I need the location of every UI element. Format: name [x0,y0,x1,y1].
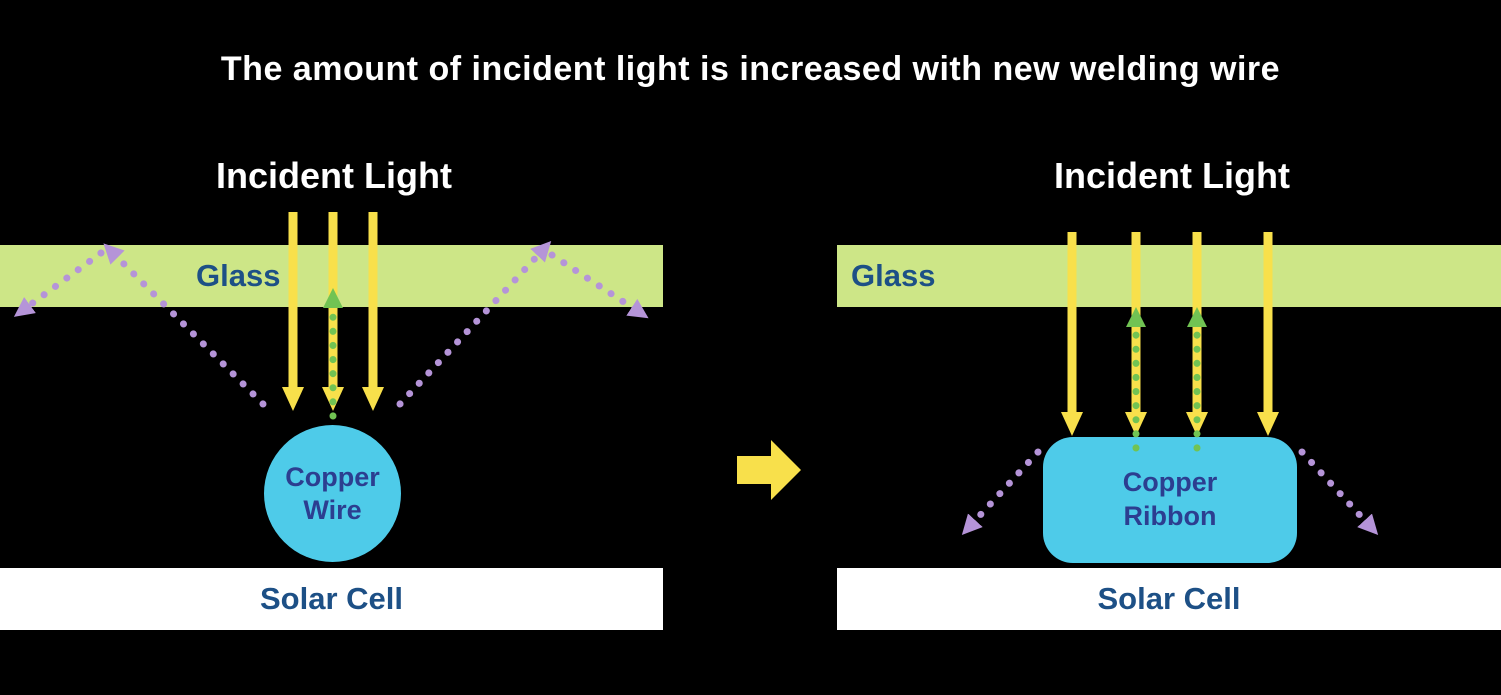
glass-bar: Glass [0,245,663,307]
copper-wire-label-line2: Wire [303,494,362,525]
solar-cell-bar: Solar Cell [0,568,663,630]
glass-label: Glass [851,258,936,293]
transform-arrow [737,440,801,500]
glass-label: Glass [196,258,281,293]
diagram-title: The amount of incident light is increase… [220,50,1281,88]
solar-cell-label: Solar Cell [1097,581,1241,616]
copper-ribbon-label-line2: Ribbon [1123,501,1217,531]
solar-cell-bar: Solar Cell [837,568,1501,630]
solar-cell-label: Solar Cell [260,581,403,616]
copper-ribbon-label-line1: Copper [1122,467,1218,498]
incident-light-label: Incident Light [216,155,452,196]
right-recaptured-light-arrows [1126,307,1207,452]
copper-wire-label-line1: Copper [285,462,380,493]
copper-wire-shape: Copper Wire [264,425,401,562]
copper-ribbon-shape: Copper Ribbon [1043,437,1297,563]
glass-bar: Glass [837,245,1501,307]
incident-light-label: Incident Light [1054,155,1290,196]
